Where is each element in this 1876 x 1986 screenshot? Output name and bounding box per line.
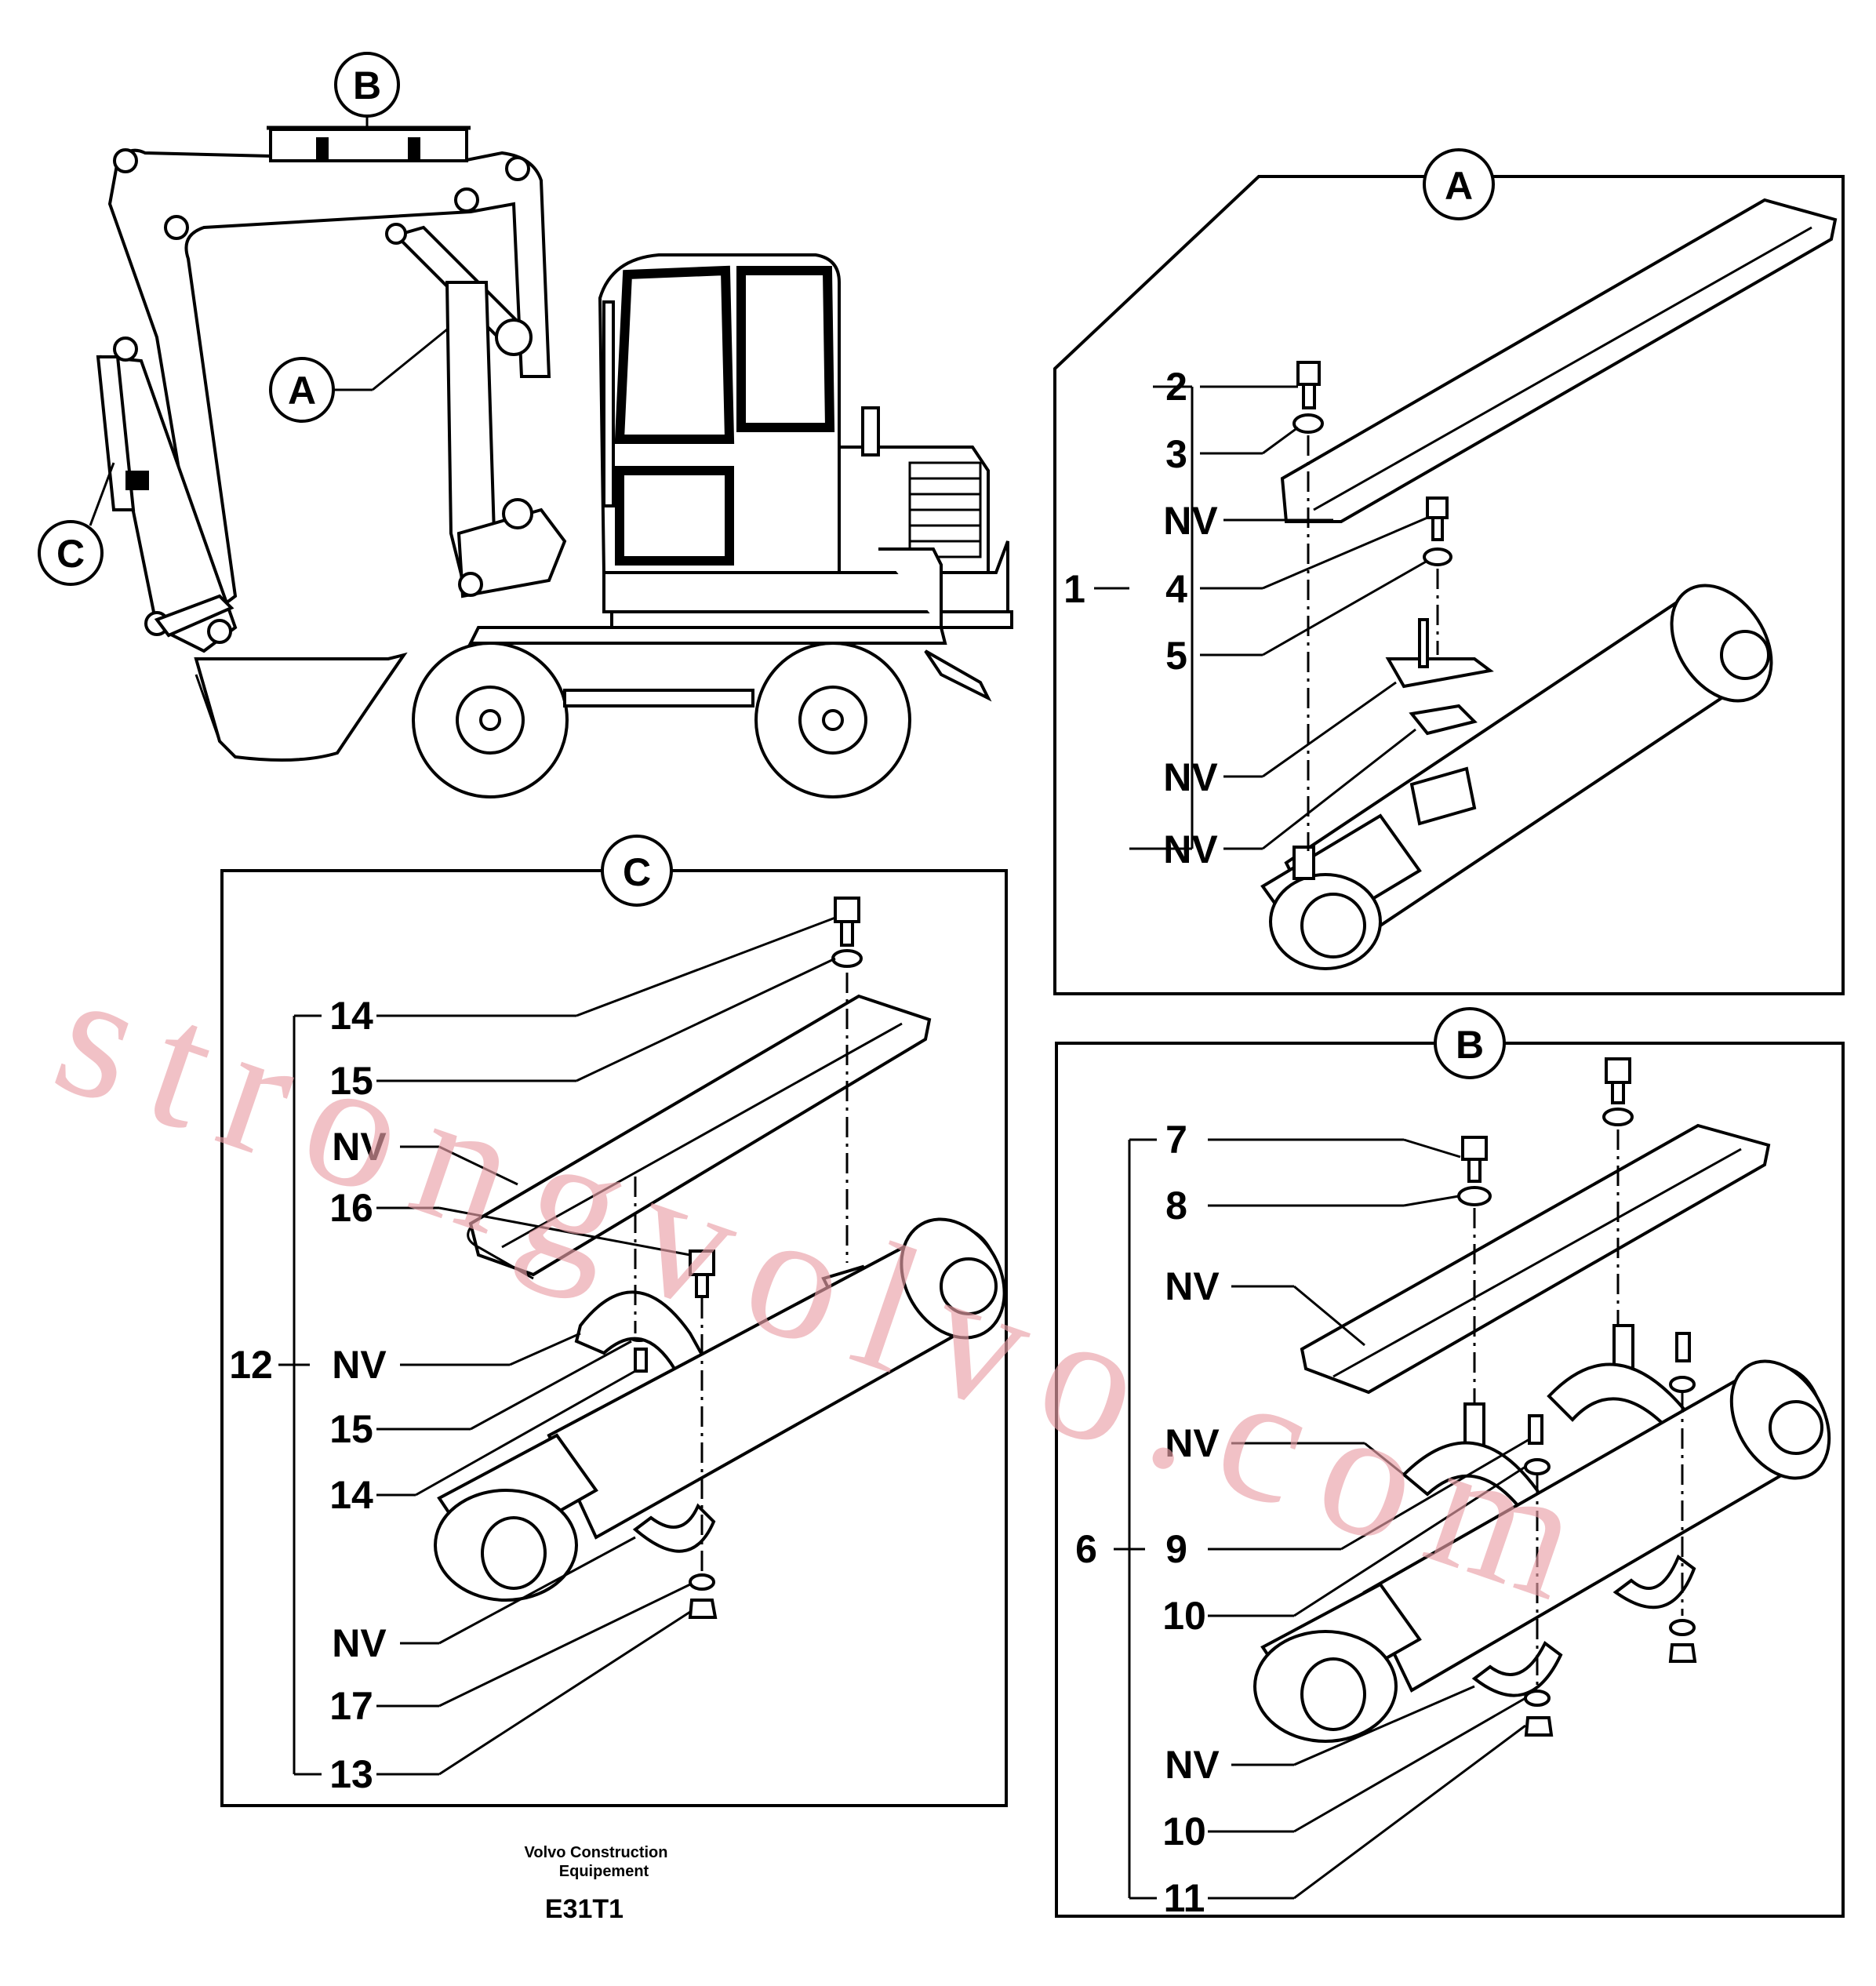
company-line-2: Equipement bbox=[559, 1863, 649, 1880]
callout-a-label: A bbox=[288, 369, 316, 413]
excavator-illustration bbox=[96, 125, 1013, 798]
panel-b-item: NV bbox=[1165, 1743, 1220, 1787]
panel-c-item: 13 bbox=[329, 1752, 373, 1796]
callout-b-label: B bbox=[353, 64, 381, 107]
panel-a-item: 2 bbox=[1165, 365, 1187, 409]
panel-a-item: NV bbox=[1163, 828, 1218, 871]
panel-b-item: 10 bbox=[1162, 1810, 1206, 1853]
detail-panel-a: A bbox=[1053, 148, 1845, 995]
panel-a-item: 4 bbox=[1165, 567, 1187, 611]
panel-c-item: 14 bbox=[329, 994, 373, 1038]
panel-b-item: 11 bbox=[1164, 1876, 1205, 1920]
drawing-code: E31T1 bbox=[545, 1894, 624, 1924]
panel-a-item: 3 bbox=[1165, 432, 1187, 476]
panel-b-item: 9 bbox=[1165, 1527, 1187, 1571]
footer: Volvo Construction Equipement E31T1 bbox=[525, 1844, 668, 1924]
company-line-1: Volvo Construction bbox=[525, 1844, 668, 1861]
panel-b-item: NV bbox=[1165, 1264, 1220, 1308]
panel-c-item: 14 bbox=[329, 1473, 373, 1517]
panel-a-item: NV bbox=[1163, 499, 1218, 543]
panel-a-item: 5 bbox=[1165, 634, 1187, 678]
panel-b-item: 8 bbox=[1165, 1184, 1187, 1228]
callout-c[interactable]: C bbox=[38, 462, 115, 586]
panel-c-item: NV bbox=[332, 1125, 387, 1169]
detail-panel-c: C bbox=[220, 835, 1008, 1807]
panel-b-item: 10 bbox=[1162, 1594, 1206, 1638]
panel-a-title: A bbox=[1445, 164, 1473, 208]
panel-a-item: NV bbox=[1163, 755, 1218, 799]
panel-b-item: NV bbox=[1165, 1421, 1220, 1465]
callout-b[interactable]: B bbox=[334, 52, 400, 128]
panel-c-item: 15 bbox=[329, 1059, 373, 1103]
panel-a-group-label: 1 bbox=[1063, 567, 1085, 611]
panel-c-item: NV bbox=[332, 1343, 387, 1387]
panel-c-group-label: 12 bbox=[229, 1343, 273, 1387]
panel-b-item: 7 bbox=[1165, 1118, 1187, 1162]
panel-c-item: 16 bbox=[329, 1186, 373, 1230]
panel-b-group-label: 6 bbox=[1075, 1527, 1097, 1571]
panel-c-item: 15 bbox=[329, 1407, 373, 1451]
detail-panel-b: B bbox=[1055, 1007, 1845, 1920]
callout-c-label: C bbox=[56, 532, 85, 576]
panel-c-item: NV bbox=[332, 1621, 387, 1665]
panel-b-title: B bbox=[1456, 1023, 1484, 1067]
callout-a[interactable]: A bbox=[269, 328, 448, 423]
panel-c-title: C bbox=[623, 850, 651, 894]
panel-c-item: 17 bbox=[329, 1684, 373, 1728]
